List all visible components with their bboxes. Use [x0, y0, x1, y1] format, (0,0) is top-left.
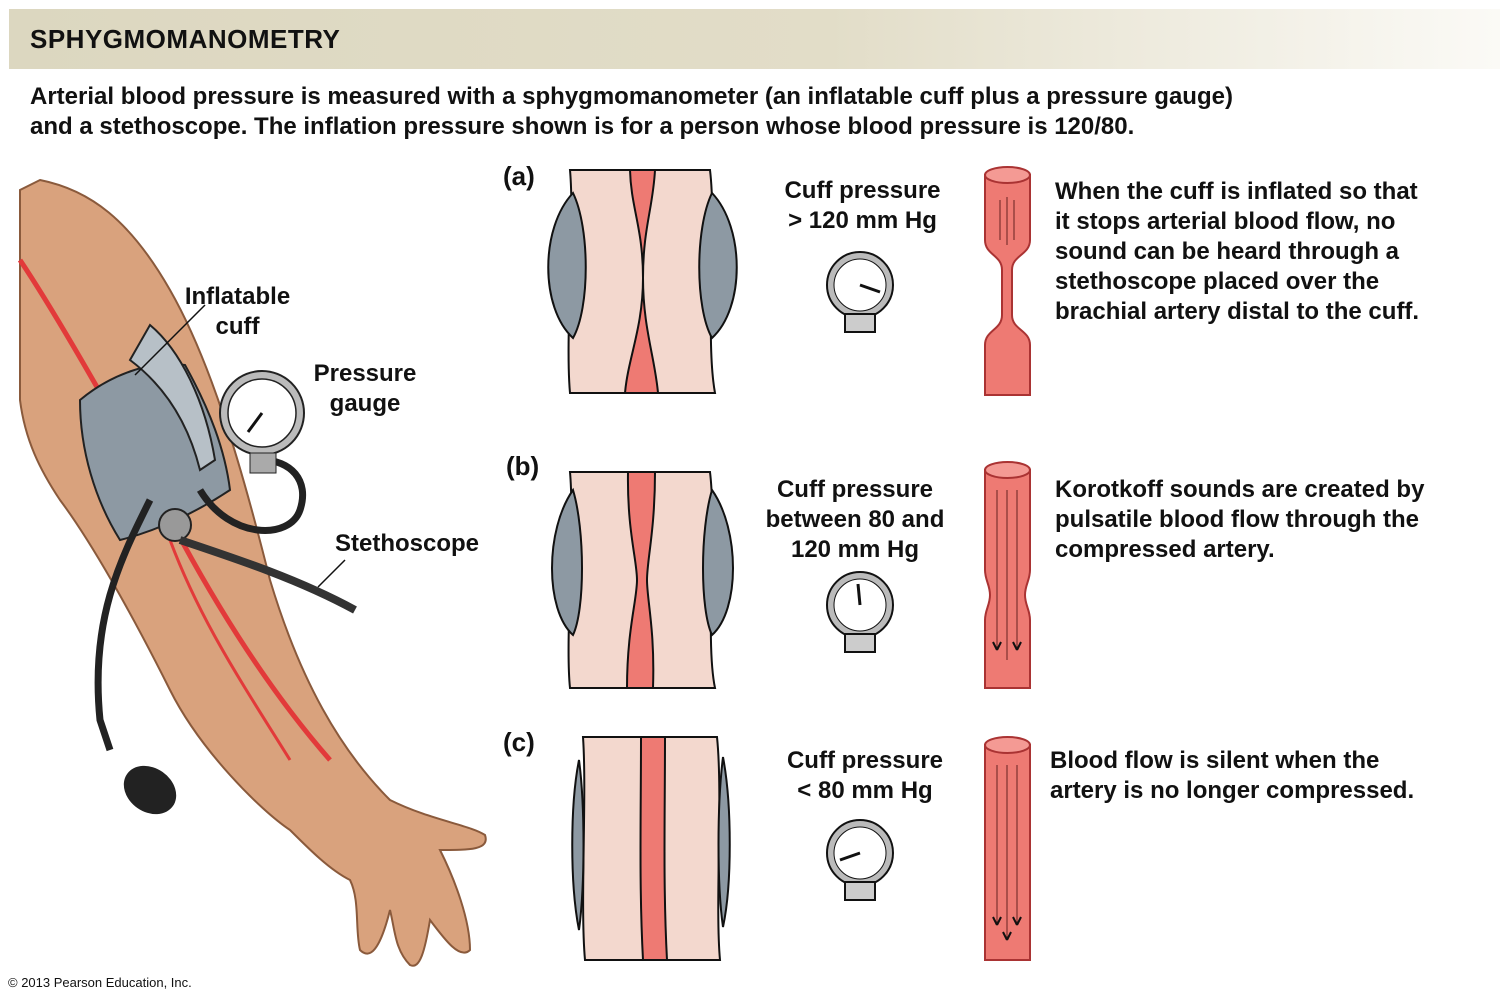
cuff-flap [128, 323, 217, 472]
stethoscope-head [158, 508, 192, 542]
panel-c-tissue [571, 736, 731, 961]
panel-a-artery [984, 166, 1031, 396]
pressure-line: Cuff pressure [786, 747, 944, 774]
pressure-line: 120 mm Hg [790, 536, 920, 563]
gauge-label-line: gauge [329, 390, 401, 417]
copyright: © 2013 Pearson Education, Inc. [8, 975, 192, 990]
arm-illustration [17, 178, 487, 967]
panel-b-description: Korotkoff sounds are created by pulsatil… [1055, 475, 1424, 565]
cuff-label-line: Inflatable [184, 283, 291, 310]
panel-c-artery [984, 736, 1031, 961]
description-line: compressed artery. [1055, 536, 1275, 563]
stethoscope-label: Stethoscope [335, 530, 480, 557]
description-line: pulsatile blood flow through the [1055, 506, 1419, 533]
panel-a-letter: (a) [503, 161, 535, 191]
panel-c-pressure: Cuff pressure < 80 mm Hg [765, 746, 965, 806]
pressure-line: Cuff pressure [784, 177, 941, 204]
gauge-label: Pressure gauge [300, 359, 430, 419]
panel-c-gauge-icon [826, 819, 894, 901]
pressure-line: Cuff pressure [776, 476, 934, 503]
page-title: SPHYGMOMANOMETRY [30, 24, 341, 54]
intro-text: Arterial blood pressure is measured with… [30, 82, 1490, 142]
panel-b-pressure: Cuff pressure between 80 and 120 mm Hg [745, 475, 965, 565]
vein [168, 539, 292, 761]
description-line: When the cuff is inflated so that [1055, 178, 1418, 205]
pressure-line: > 120 mm Hg [788, 207, 937, 234]
description-line: brachial artery distal to the cuff. [1055, 298, 1420, 325]
panel-b-gauge-icon [826, 571, 894, 653]
gauge-label-line: Pressure [313, 360, 417, 387]
panel-a-description: When the cuff is inflated so that it sto… [1055, 177, 1419, 327]
header-bar [9, 9, 1500, 69]
panel-b-tissue [551, 471, 734, 689]
panel-a-pressure: Cuff pressure > 120 mm Hg [760, 176, 965, 236]
description-line: it stops arterial blood flow, no [1055, 208, 1396, 235]
panel-c-description: Blood flow is silent when the artery is … [1050, 746, 1414, 806]
description-line: sound can be heard through a [1055, 238, 1400, 265]
panel-b-letter: (b) [506, 451, 540, 481]
stethoscope-tube [178, 536, 357, 614]
pressure-line: between 80 and [765, 506, 945, 533]
bulb-icon [123, 765, 177, 815]
tube [94, 498, 154, 752]
description-line: stethoscope placed over the [1055, 268, 1380, 295]
description-line: Korotkoff sounds are created by [1055, 476, 1425, 503]
cuff-label: Inflatable cuff [170, 282, 305, 342]
panel-c-letter: (c) [503, 727, 535, 757]
panel-a-tissue [547, 169, 738, 394]
pressure-line: < 80 mm Hg [797, 777, 933, 804]
description-line: artery is no longer compressed. [1050, 777, 1415, 804]
description-line: Blood flow is silent when the [1050, 747, 1380, 774]
panel-b-artery [984, 461, 1031, 689]
tube [197, 456, 307, 534]
intro-line-1: Arterial blood pressure is measured with… [30, 83, 1233, 110]
intro-line-2: and a stethoscope. The inflation pressur… [30, 113, 1135, 140]
cuff-label-line: cuff [215, 313, 260, 340]
panel-a-gauge-icon [826, 251, 894, 333]
